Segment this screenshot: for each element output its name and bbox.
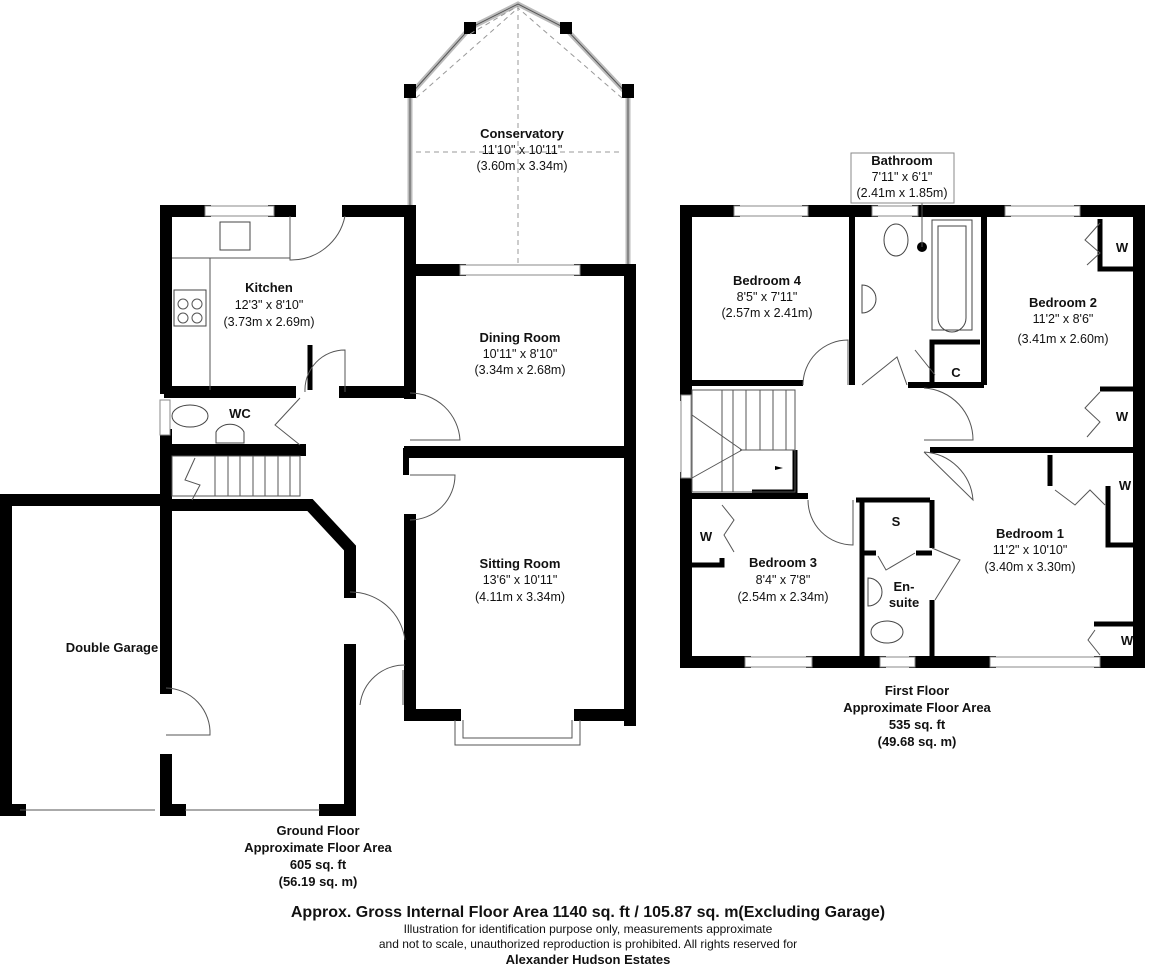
caption-line: (49.68 sq. m) bbox=[878, 734, 957, 749]
conservatory-label: Conservatory bbox=[480, 126, 565, 141]
disclaimer: and not to scale, unauthorized reproduct… bbox=[379, 937, 797, 951]
caption-line: 535 sq. ft bbox=[889, 717, 946, 732]
bedroom1-metric: (3.40m x 3.30m) bbox=[984, 560, 1075, 574]
bath-icon bbox=[931, 219, 973, 333]
bathroom-label: Bathroom bbox=[871, 153, 932, 168]
footer: Approx. Gross Internal Floor Area 1140 s… bbox=[291, 904, 885, 967]
caption-line: Approximate Floor Area bbox=[843, 700, 991, 715]
sitting-imperial: 13'6" x 10'11" bbox=[483, 573, 558, 587]
conservatory-walls bbox=[404, 1, 634, 270]
ground-walls bbox=[0, 205, 636, 816]
first-windows bbox=[680, 205, 1101, 668]
wc-label: WC bbox=[229, 406, 251, 421]
basin-icon bbox=[215, 423, 245, 444]
double-garage-label: Double Garage bbox=[66, 640, 158, 655]
bedroom2-label: Bedroom 2 bbox=[1029, 295, 1097, 310]
dining-metric: (3.34m x 2.68m) bbox=[474, 363, 565, 377]
kitchen-label: Kitchen bbox=[245, 280, 293, 295]
bedroom2-metric: (3.41m x 2.60m) bbox=[1017, 332, 1108, 346]
stairs bbox=[171, 455, 301, 501]
ground-fixtures bbox=[171, 221, 301, 501]
bedroom2-imperial: 11'2" x 8'6" bbox=[1033, 312, 1094, 326]
bedroom1-label: Bedroom 1 bbox=[996, 526, 1064, 541]
wardrobe-label: W bbox=[1119, 478, 1132, 493]
first-floor-caption: First Floor Approximate Floor Area 535 s… bbox=[843, 683, 991, 749]
bathroom-imperial: 7'11" x 6'1" bbox=[872, 170, 933, 184]
caption-line: (56.19 sq. m) bbox=[279, 874, 358, 889]
total-area: Approx. Gross Internal Floor Area 1140 s… bbox=[291, 904, 885, 921]
first-floor-plan: Bathroom 7'11" x 6'1" (2.41m x 1.85m) Be… bbox=[680, 152, 1145, 749]
toilet-icon bbox=[171, 404, 209, 428]
wardrobe-label: W bbox=[1116, 240, 1129, 255]
toilet-icon bbox=[883, 223, 909, 257]
bedroom1-imperial: 11'2" x 10'10" bbox=[993, 543, 1068, 557]
first-doors bbox=[721, 222, 1106, 656]
disclaimer: Illustration for identification purpose … bbox=[404, 922, 773, 936]
kitchen-metric: (3.73m x 2.69m) bbox=[223, 315, 314, 329]
basin-icon bbox=[861, 284, 877, 314]
caption-line: First Floor bbox=[885, 683, 949, 698]
caption-line: 605 sq. ft bbox=[290, 857, 347, 872]
dining-imperial: 10'11" x 8'10" bbox=[483, 347, 558, 361]
caption-line: Approximate Floor Area bbox=[244, 840, 392, 855]
basin-icon bbox=[867, 577, 883, 607]
bedroom3-imperial: 8'4" x 7'8" bbox=[756, 573, 811, 587]
bathroom-label-box bbox=[850, 152, 955, 204]
stairs bbox=[691, 389, 796, 493]
ground-windows bbox=[20, 205, 581, 811]
toilet-icon bbox=[870, 620, 904, 644]
conservatory-metric: (3.60m x 3.34m) bbox=[476, 159, 567, 173]
caption-line: Ground Floor bbox=[276, 823, 359, 838]
conservatory-imperial: 11'10" x 10'11" bbox=[482, 143, 563, 157]
wardrobe-label: W bbox=[1116, 409, 1129, 424]
wardrobe-label: W bbox=[1121, 633, 1134, 648]
bedroom3-metric: (2.54m x 2.34m) bbox=[737, 590, 828, 604]
agent-name: Alexander Hudson Estates bbox=[506, 952, 671, 967]
ensuite-label: En- bbox=[894, 579, 915, 594]
cupboard-label: C bbox=[951, 365, 961, 380]
sink-icon bbox=[219, 221, 251, 251]
ground-floor-plan: Conservatory 11'10" x 10'11" (3.60m x 3.… bbox=[0, 1, 636, 889]
sitting-room-label: Sitting Room bbox=[480, 556, 561, 571]
bedroom4-imperial: 8'5" x 7'11" bbox=[737, 290, 798, 304]
kitchen-imperial: 12'3" x 8'10" bbox=[235, 298, 304, 312]
first-fixtures bbox=[691, 200, 973, 644]
store-label: S bbox=[892, 514, 901, 529]
bedroom4-metric: (2.57m x 2.41m) bbox=[721, 306, 812, 320]
first-walls bbox=[680, 205, 1145, 668]
bedroom3-label: Bedroom 3 bbox=[749, 555, 817, 570]
wardrobe-label: W bbox=[700, 529, 713, 544]
ensuite-label: suite bbox=[889, 595, 919, 610]
dining-room-label: Dining Room bbox=[480, 330, 561, 345]
bedroom4-label: Bedroom 4 bbox=[733, 273, 802, 288]
ground-floor-caption: Ground Floor Approximate Floor Area 605 … bbox=[244, 823, 392, 889]
sitting-metric: (4.11m x 3.34m) bbox=[475, 590, 565, 604]
bathroom-metric: (2.41m x 1.85m) bbox=[856, 186, 947, 200]
ground-doors bbox=[165, 215, 461, 736]
